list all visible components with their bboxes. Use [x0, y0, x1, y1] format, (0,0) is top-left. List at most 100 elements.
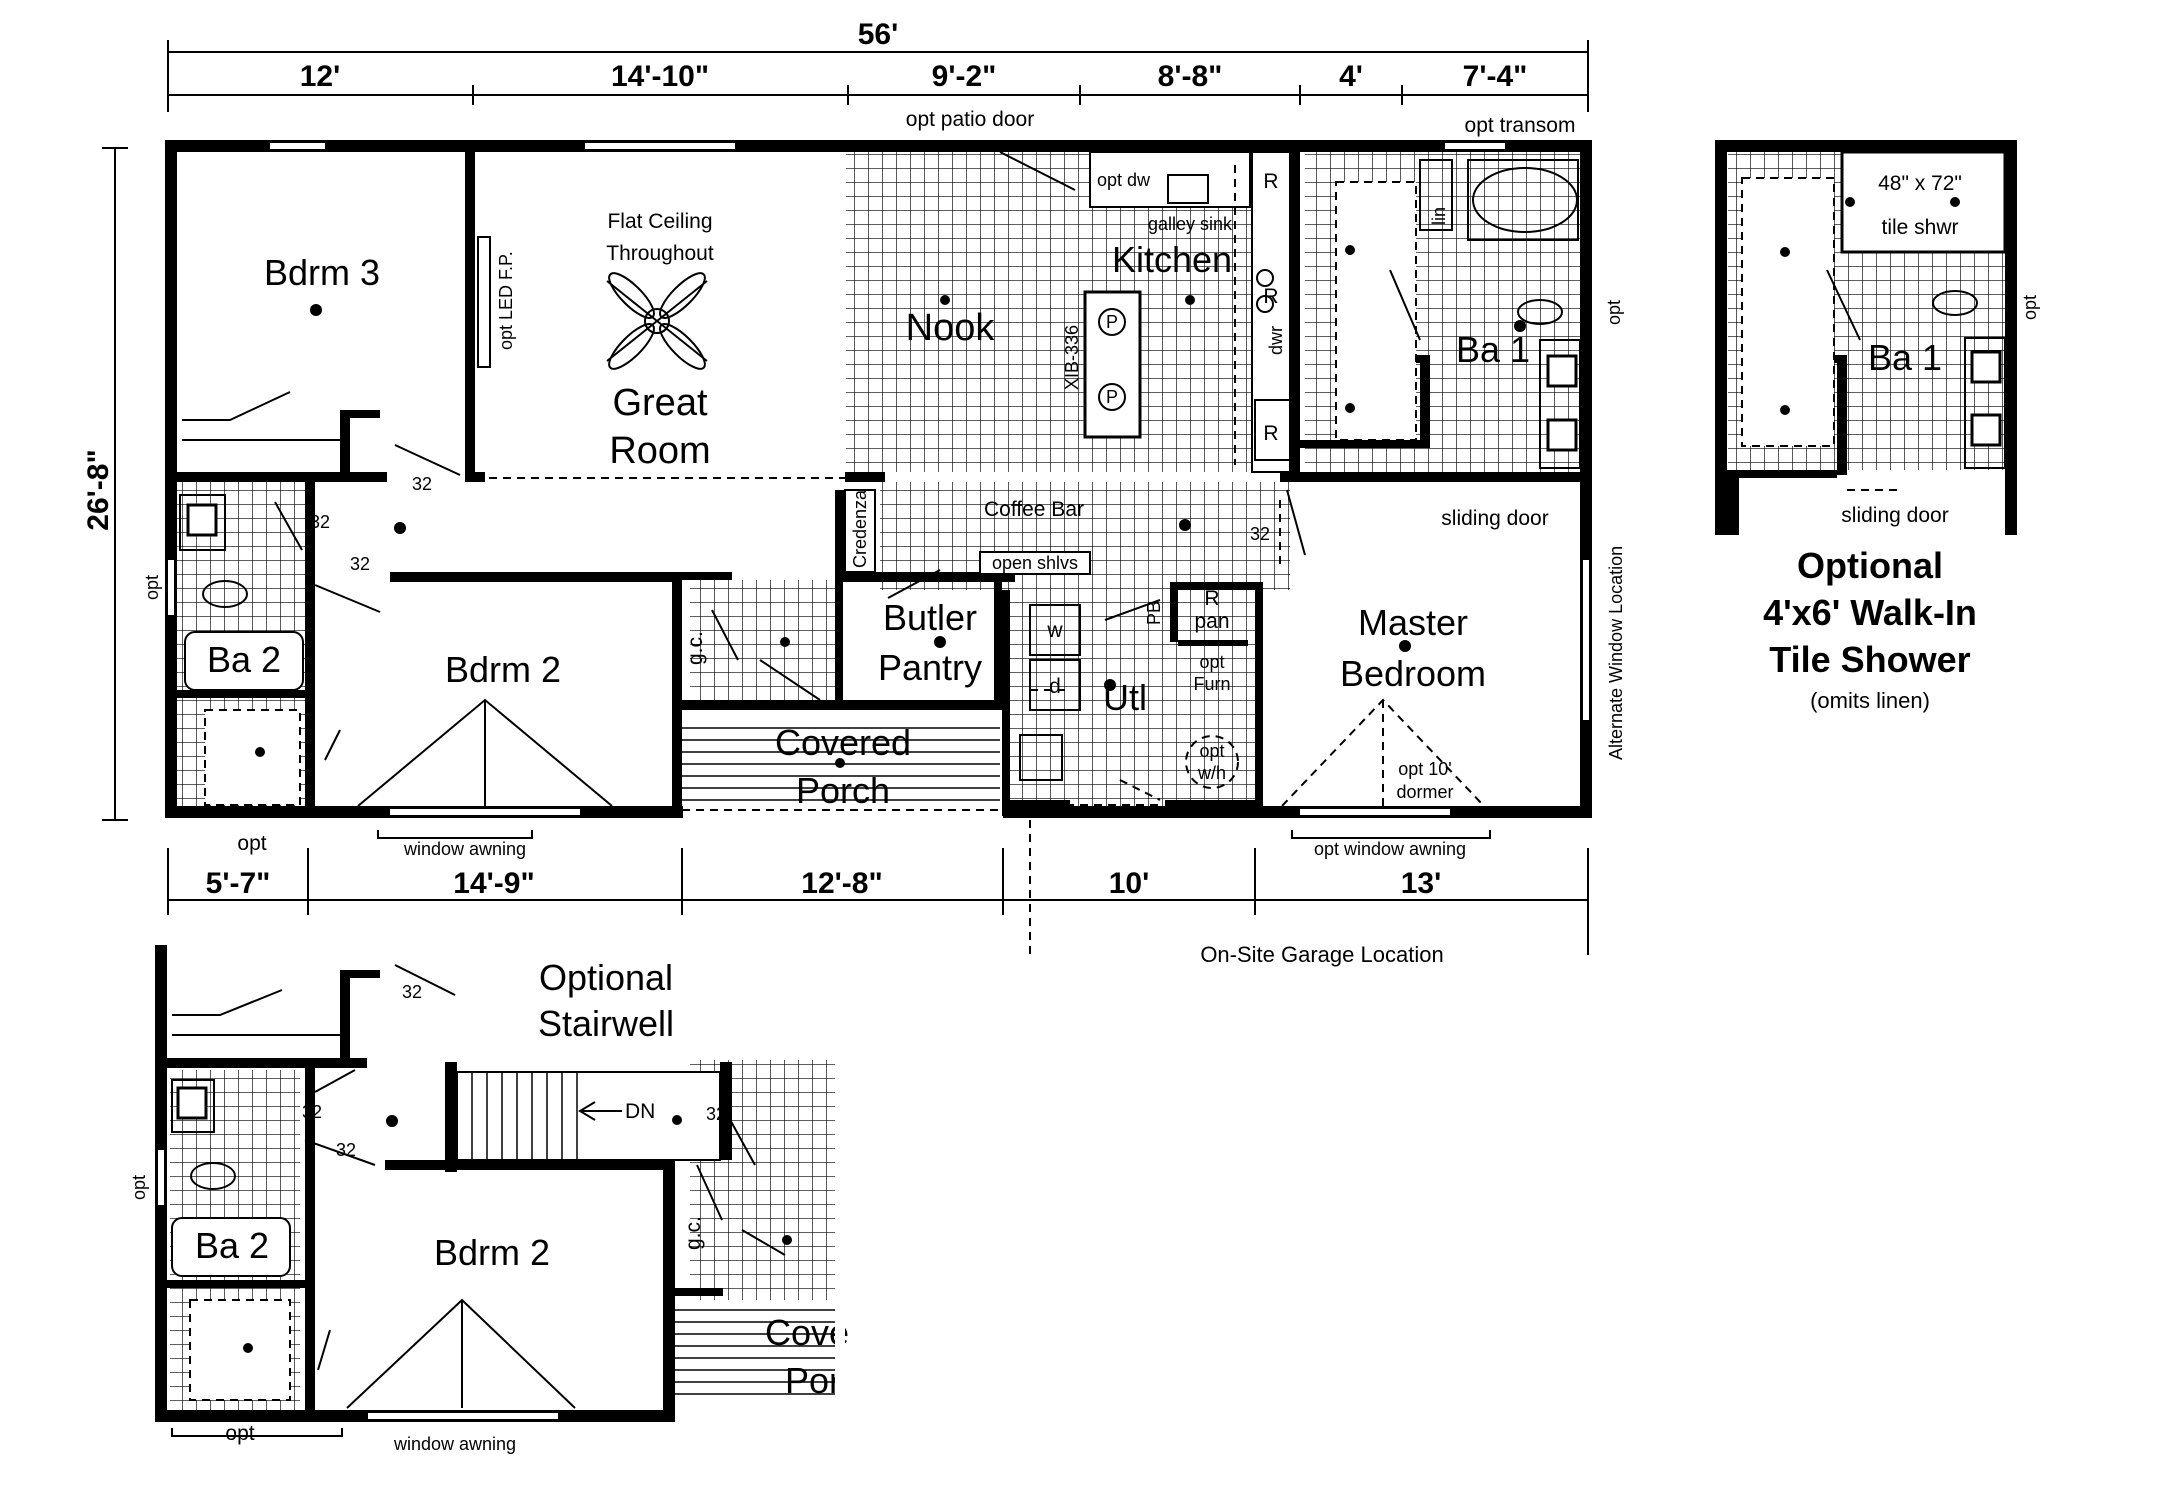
ba2-closet — [204, 709, 301, 806]
utility-sink — [1019, 734, 1063, 781]
shower-sliding-door-label: sliding door — [1841, 504, 1948, 527]
stairwell-title-2: Stairwell — [538, 1003, 674, 1044]
door-32-a: 32 — [412, 474, 432, 494]
stairwell-door-32-c: 32 — [336, 1140, 356, 1160]
flat-ceiling-label-1: Flat Ceiling — [607, 210, 712, 233]
left-dimension-line — [102, 147, 128, 821]
opt-wh-label-1: opt — [1199, 741, 1224, 761]
sliding-door-label: sliding door — [1441, 507, 1548, 530]
bdrm2-label: Bdrm 2 — [445, 649, 561, 690]
ceiling-fan-icon — [606, 272, 708, 370]
vanity-sink-1 — [1546, 354, 1578, 388]
dim-porch-width: 12'-8" — [801, 867, 882, 900]
great-room-label-1: Great — [612, 382, 707, 424]
porch-siding — [682, 727, 1000, 801]
ba2-opt-label: opt — [142, 575, 162, 600]
ba1-label: Ba 1 — [1456, 329, 1530, 370]
stair-down-arrow — [578, 1101, 622, 1121]
patio-door-label: opt patio door — [906, 108, 1034, 131]
dim-bdrm2-width: 14'-9" — [453, 867, 534, 900]
pan-r-label: R — [1204, 587, 1219, 610]
opt-dormer-label-1: opt 10' — [1398, 759, 1451, 779]
dwr-label: dwr — [1266, 326, 1286, 355]
opt-led-fp-label: opt LED F.P. — [496, 251, 516, 350]
dim-great-room-width: 14'-10" — [611, 60, 709, 93]
bottom-dimension-lines — [167, 820, 1589, 955]
vanity-sink-2 — [1546, 418, 1578, 452]
shower-title-2: 4'x6' Walk-In — [1763, 592, 1977, 633]
garage-location-note: On-Site Garage Location — [1200, 942, 1443, 967]
toilet-ba2 — [202, 580, 248, 608]
sink-counter — [1089, 151, 1251, 208]
flat-ceiling-label-2: Throughout — [606, 242, 714, 265]
opt-dw-label: opt dw — [1097, 170, 1151, 190]
patio-door-swing — [999, 151, 1076, 191]
vanity-ba1 — [1539, 339, 1581, 469]
galley-sink-label: galley sink — [1148, 214, 1233, 234]
pan-label: pan — [1194, 610, 1229, 633]
opt-wh-label-2: w/h — [1197, 763, 1226, 783]
master-label-2: Bedroom — [1340, 653, 1486, 694]
bdrm3-closet — [182, 391, 340, 441]
utility-label: Utl — [1103, 677, 1147, 718]
covered-porch-label-2: Porch — [796, 770, 890, 811]
covered-porch-label-1: Covered — [775, 722, 911, 763]
oven-r-label: R — [1263, 285, 1278, 308]
optional-shower-plan: 48" x 72" tile shwr Ba 1 sliding door op… — [1715, 140, 2040, 713]
bdrm3-label: Bdrm 3 — [264, 252, 380, 293]
opt-furn-label-2: Furn — [1193, 674, 1230, 694]
burner-icon — [1256, 269, 1274, 287]
fridge-r-label: R — [1263, 422, 1278, 445]
alt-window-label: Alternate Window Location — [1606, 546, 1626, 760]
dim-master-width: 13' — [1401, 867, 1442, 900]
tile-shwr-label: tile shwr — [1881, 216, 1958, 239]
window-awning-label: window awning — [403, 839, 526, 859]
linen-closet — [1419, 159, 1453, 231]
stairwell-gc-label: g.c. — [682, 1216, 705, 1250]
shower-opt-label: opt — [2020, 295, 2040, 320]
shower-subtitle: (omits linen) — [1810, 688, 1930, 713]
hall-closet-tile — [690, 580, 840, 700]
pb-label: PB — [1144, 601, 1164, 625]
dim-utility-width: 10' — [1109, 867, 1150, 900]
dryer-label: d — [1049, 675, 1061, 698]
stairwell-bdrm2-label: Bdrm 2 — [434, 1232, 550, 1273]
ba2-sink — [186, 503, 218, 537]
optional-stairwell-plan: DN g.c. 32 32 32 32 Optional Stairwell B… — [129, 945, 849, 1454]
overall-width-dim: 56' — [858, 18, 899, 51]
stairwell-door-32-b: 32 — [302, 1102, 322, 1122]
hall-dashed-lines — [475, 477, 1281, 811]
opt-window-awning-label: opt window awning — [1314, 839, 1466, 859]
credenza-label: Credenza — [850, 489, 870, 568]
nook-label: Nook — [906, 307, 996, 349]
stairwell-ba2-label: Ba 2 — [195, 1225, 269, 1266]
shower-ba1-label: Ba 1 — [1868, 337, 1942, 378]
stairwell-porch-siding — [675, 1309, 835, 1395]
tile-shower-stall — [1840, 150, 2007, 254]
ba2-vanity — [179, 494, 226, 551]
shower-title-1: Optional — [1797, 545, 1943, 586]
overall-depth-dim: 26'-8" — [82, 449, 115, 530]
dim-bath2-width: 5'-7" — [206, 867, 271, 900]
master-dormer-lines — [1281, 698, 1485, 807]
stairwell-opt-window: opt — [129, 1175, 149, 1200]
stairwell-por-label: Por — [785, 1360, 841, 1401]
shower-size-label: 48" x 72" — [1878, 172, 1962, 195]
opt-dormer-label-2: dormer — [1396, 782, 1453, 802]
shower-title-3: Tile Shower — [1769, 639, 1970, 680]
open-shelves-label: open shlvs — [992, 553, 1078, 573]
burner-icon-2 — [1256, 295, 1274, 313]
door-swings — [274, 269, 1421, 761]
stair-treads — [471, 1072, 578, 1160]
opt-furn-label-1: opt — [1199, 652, 1224, 672]
utility-tile — [1010, 590, 1255, 812]
butler-pantry-floor — [880, 590, 1002, 710]
lin-label: lin — [1429, 207, 1449, 225]
master-label-1: Master — [1358, 602, 1468, 643]
kitchen-island — [1083, 290, 1142, 439]
gc-label: g.c. — [684, 631, 707, 665]
range-r-label: R — [1263, 170, 1278, 193]
ba1-opt-label: opt — [1604, 300, 1624, 325]
stairwell-door-32-a: 32 — [402, 982, 422, 1002]
bath2-opt-window: opt — [237, 832, 266, 855]
